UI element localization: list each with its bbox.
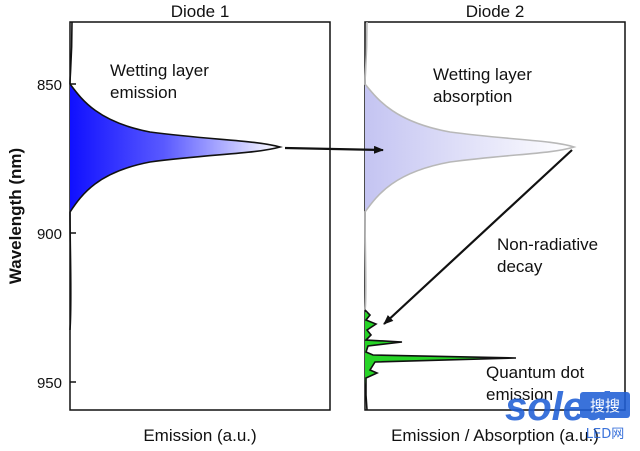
wetting-layer-emission-peak (70, 84, 280, 212)
watermark-logo: soled 搜搜 LED网 (505, 385, 630, 442)
left-panel-frame (69, 21, 331, 411)
left-panel-title: Diode 1 (171, 2, 230, 21)
qd-emission-label-line2: emission (486, 385, 553, 404)
y-tick-900: 900 (37, 226, 62, 243)
y-tick-950: 950 (37, 375, 62, 392)
watermark-badge-box (580, 392, 630, 418)
nonradiative-label-line1: Non-radiative (497, 235, 598, 254)
quantum-dot-emission-curve (364, 309, 517, 411)
left-panel-xlabel: Emission (a.u.) (143, 426, 256, 445)
nonradiative-label-line2: decay (497, 257, 543, 276)
wetting-emission-label-line1: Wetting layer (110, 61, 209, 80)
nonradiative-decay-arrow (383, 149, 573, 325)
wetting-layer-absorption-peak (365, 84, 574, 212)
watermark-sub: LED网 (586, 427, 624, 442)
wetting-layer-emission-curve (69, 21, 283, 331)
right-panel-xlabel: Emission / Absorption (a.u.) (391, 426, 599, 445)
right-panel-title: Diode 2 (466, 2, 525, 21)
wetting-layer-absorption-curve (364, 21, 577, 311)
watermark-badge: 搜搜 (590, 397, 620, 415)
wetting-absorption-label-line2: absorption (433, 87, 512, 106)
transfer-arrow (284, 145, 384, 154)
wetting-absorption-label-line1: Wetting layer (433, 65, 532, 84)
wetting-emission-label-line2: emission (110, 83, 177, 102)
qd-emission-label-line1: Quantum dot (486, 363, 585, 382)
y-tick-850: 850 (37, 77, 62, 94)
y-axis-label: Wavelength (nm) (6, 148, 25, 284)
